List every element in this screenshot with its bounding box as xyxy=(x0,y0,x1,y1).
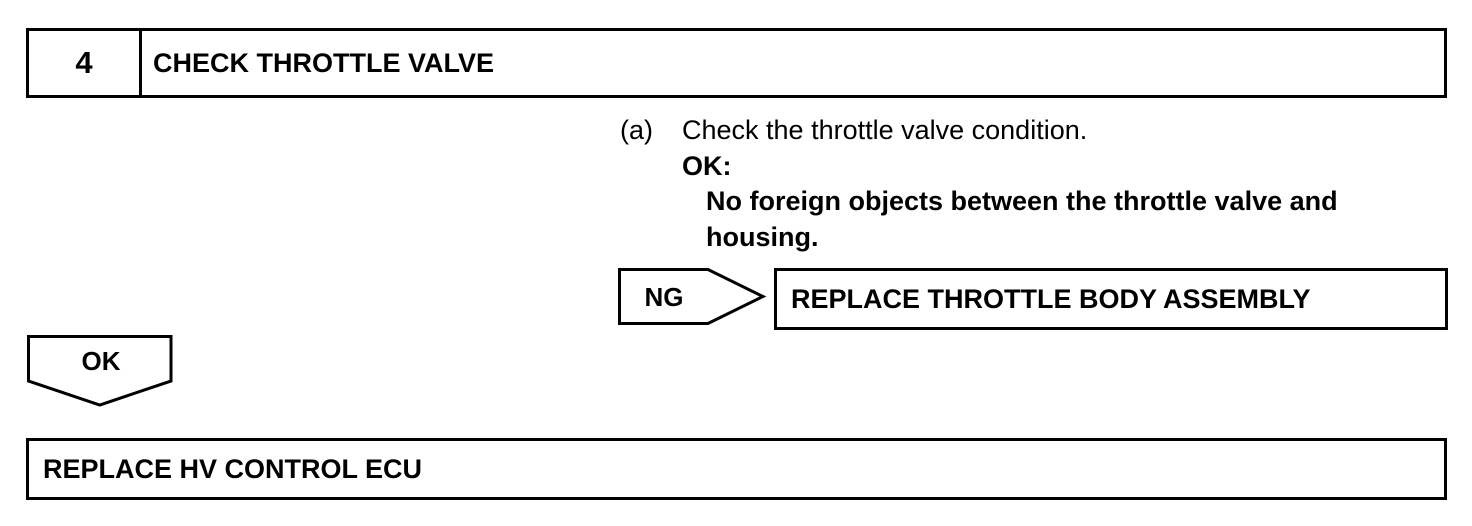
ok-criteria-label: OK: xyxy=(682,151,732,181)
step-number: 4 xyxy=(29,31,142,95)
ok-arrow-shape xyxy=(27,335,173,407)
ok-criteria-line-2: housing. xyxy=(706,222,819,252)
ng-action-text: REPLACE THROTTLE BODY ASSEMBLY xyxy=(791,283,1311,314)
ok-criteria-line-1: No foreign objects between the throttle … xyxy=(706,186,1338,216)
ok-label: OK xyxy=(81,345,121,376)
ng-action-box: REPLACE THROTTLE BODY ASSEMBLY xyxy=(774,268,1448,330)
ng-label: NG xyxy=(644,281,684,312)
step-title: CHECK THROTTLE VALVE xyxy=(153,47,494,78)
instruction-marker: (a) xyxy=(620,115,653,145)
ng-arrow-shape xyxy=(618,268,767,325)
instruction-text: Check the throttle valve condition. xyxy=(682,115,1088,145)
ok-action-box: REPLACE HV CONTROL ECU xyxy=(26,438,1447,500)
step-header: 4 CHECK THROTTLE VALVE xyxy=(26,28,1447,98)
ok-action-text: REPLACE HV CONTROL ECU xyxy=(43,453,423,484)
